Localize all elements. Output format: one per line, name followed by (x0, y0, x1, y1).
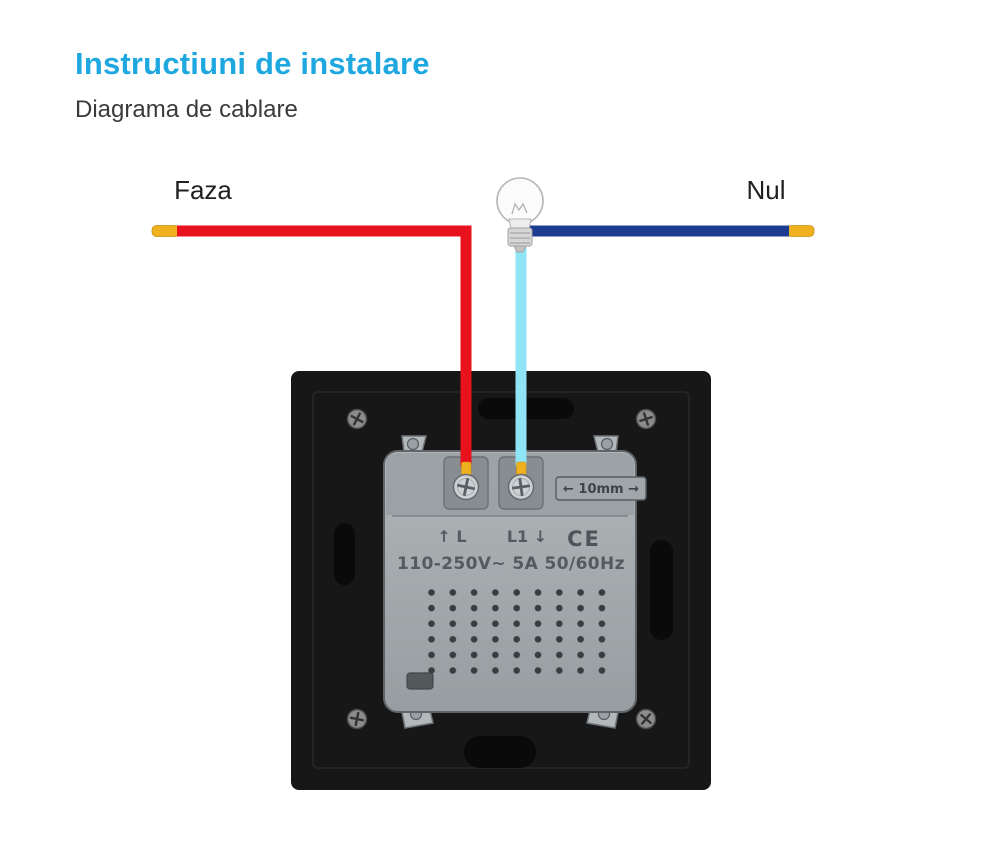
module-bottom-tab (406, 672, 434, 690)
module-marking-l1: L1 ↓ (507, 527, 547, 546)
claw-screw-top-right (600, 437, 614, 451)
terminal-screw-l (452, 473, 480, 501)
gauge-label: ← 10mm → (563, 482, 639, 497)
module-markings: ↑ L L1 ↓ CE 110-250V~ 5A 50/60Hz (397, 527, 625, 690)
bulb-glass (496, 177, 544, 225)
bulb-filament (511, 202, 528, 215)
plate-screw-bottom-right (635, 708, 657, 730)
claw-screw-top-left (406, 437, 420, 451)
wire-tip-left (151, 225, 180, 237)
module-marking-l: ↑ L (437, 527, 466, 546)
phase-label: Faza (174, 175, 232, 205)
wire-tip-right (786, 225, 815, 237)
page-subtitle: Diagrama de cablare (75, 96, 298, 123)
page-title: Instructiuni de instalare (75, 46, 430, 81)
bulb-contact (513, 245, 527, 253)
vent-holes (427, 588, 619, 678)
wires (151, 225, 815, 483)
terminal-screw-l1 (507, 473, 535, 501)
bulb-base-threads (510, 232, 530, 244)
plate-screw-bottom-left (346, 708, 368, 730)
phase-wire (177, 225, 472, 466)
slot-bottom (464, 736, 536, 768)
rating-text: 110-250V~ 5A 50/60Hz (397, 554, 625, 574)
keyhole-left (334, 523, 355, 585)
light-bulb (496, 177, 544, 253)
gauge-label-box (555, 476, 647, 501)
neutral-label: Nul (746, 175, 785, 205)
keyhole-right (650, 540, 673, 640)
ce-mark: CE (567, 527, 601, 551)
plate-screw-top-right (635, 408, 657, 430)
plate-screw-top-left (346, 408, 368, 430)
